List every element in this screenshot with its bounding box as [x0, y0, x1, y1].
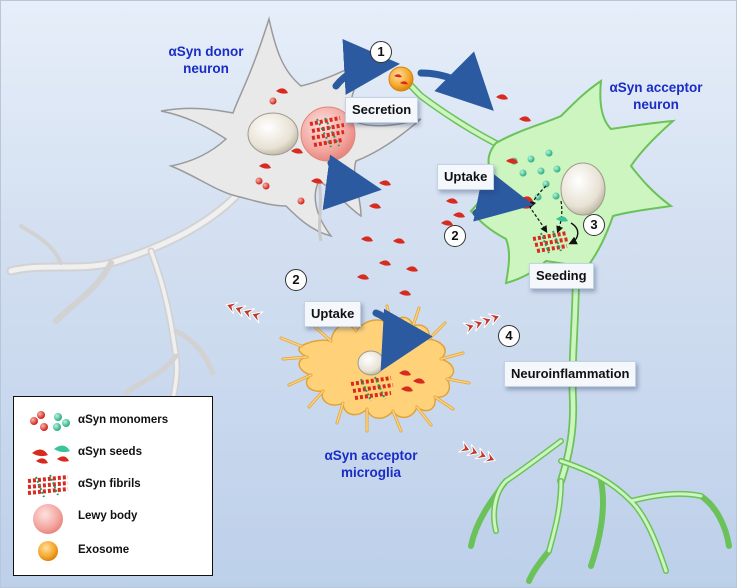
uptake-arrow-microglia	[372, 308, 433, 372]
secretion-arrow-2	[417, 51, 494, 111]
chevron-upper-right	[462, 313, 501, 335]
acceptor-neuron	[397, 67, 732, 584]
neuroinflammation-box: Neuroinflammation	[504, 361, 637, 387]
legend-label: αSyn monomers	[78, 414, 169, 426]
step-3-badge: 3	[583, 214, 605, 236]
legend-row-fibrils: αSyn fibrils	[14, 471, 212, 501]
acceptor-fibril	[532, 230, 570, 254]
uptake-microglia-box: Uptake	[304, 301, 362, 327]
legend-label: αSyn fibrils	[78, 478, 141, 490]
exosome-icon	[38, 541, 58, 561]
step-4-badge: 4	[498, 325, 520, 347]
microglia-fibril	[350, 376, 394, 402]
lewy-body	[300, 106, 356, 162]
uptake-neuron-box: Uptake	[437, 164, 495, 190]
uptake-arrow-neuron	[472, 166, 534, 222]
secretion-box: Secretion	[345, 97, 419, 123]
donor-seeds	[255, 88, 343, 205]
legend-label: αSyn seeds	[78, 446, 142, 458]
secretion-arrow-3	[322, 154, 382, 211]
legend-row-monomers: αSyn monomers	[14, 407, 212, 437]
inflammation-chevrons	[225, 301, 501, 463]
chevron-left	[225, 301, 264, 324]
step-1-badge: 1	[370, 41, 392, 63]
donor-neuron-label: αSyn donor neuron	[168, 44, 244, 76]
fibril-icon	[27, 474, 69, 498]
legend-row-exosome: Exosome	[14, 537, 212, 567]
secretion-arrow-1	[332, 38, 400, 95]
step-2-neuron-badge: 2	[444, 225, 466, 247]
acceptor-microglia-label: αSyn acceptor microglia	[324, 448, 418, 480]
seeding-box: Seeding	[529, 263, 594, 289]
seed-icon	[32, 445, 70, 464]
extracellular-seeds	[357, 94, 531, 296]
step-2-microglia-badge: 2	[285, 269, 307, 291]
acceptor-neuron-label: αSyn acceptor neuron	[609, 80, 703, 112]
legend-label: Lewy body	[78, 510, 138, 522]
exosome	[388, 66, 414, 92]
lewy-body-icon	[33, 504, 63, 534]
legend-label: Exosome	[78, 544, 130, 556]
acceptor-monomers	[510, 149, 561, 201]
legend: αSyn monomers αSyn seeds αSyn fibrils Le…	[13, 396, 213, 576]
legend-row-seeds: αSyn seeds	[14, 439, 212, 469]
transport-arrows	[322, 38, 534, 372]
fibril-bundle	[309, 116, 345, 148]
monomer-icon	[30, 411, 70, 431]
chevron-lower-right	[458, 440, 496, 463]
legend-row-lewy-body: Lewy body	[14, 503, 212, 534]
